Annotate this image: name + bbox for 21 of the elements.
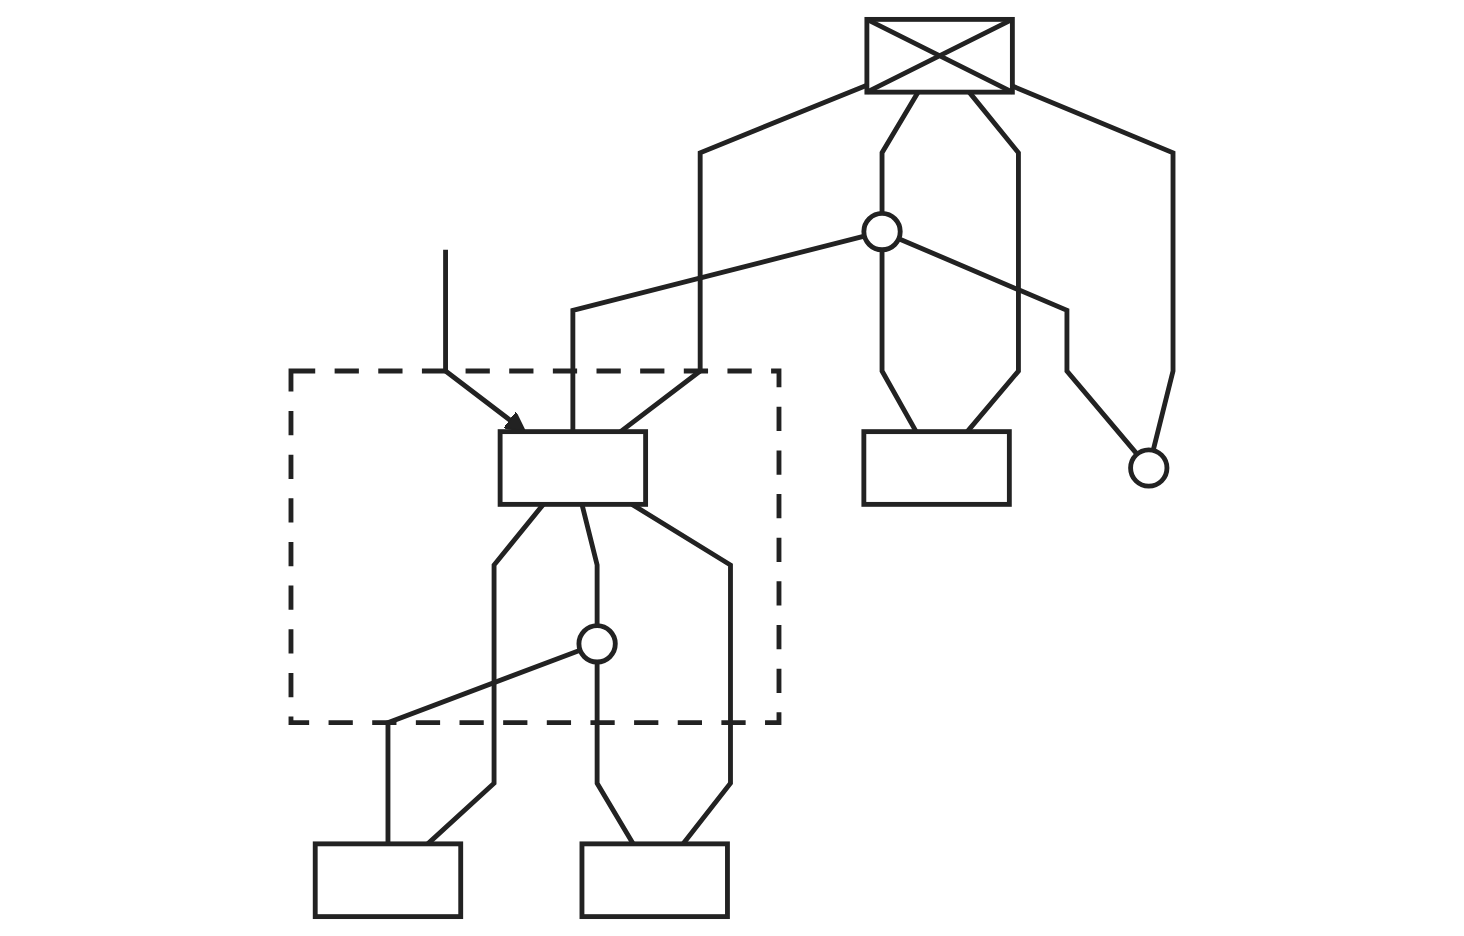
connector: [619, 83, 868, 434]
node-circle: [1128, 447, 1170, 489]
connector: [594, 662, 636, 846]
connector: [1011, 83, 1176, 451]
connector: [879, 249, 919, 433]
connector: [965, 90, 1021, 434]
node-box: [312, 841, 464, 920]
node-circle: [576, 623, 618, 665]
cluster: [288, 368, 782, 726]
arrow: [443, 249, 527, 433]
connector: [879, 90, 921, 214]
node-circle: [861, 210, 903, 253]
node-box: [497, 429, 649, 507]
connector: [426, 502, 546, 846]
connector: [897, 236, 1139, 456]
node-box: [579, 841, 730, 920]
connector: [570, 233, 865, 432]
connector: [630, 502, 733, 846]
connector: [385, 647, 581, 844]
node-box: [861, 429, 1012, 507]
connector: [579, 503, 600, 626]
